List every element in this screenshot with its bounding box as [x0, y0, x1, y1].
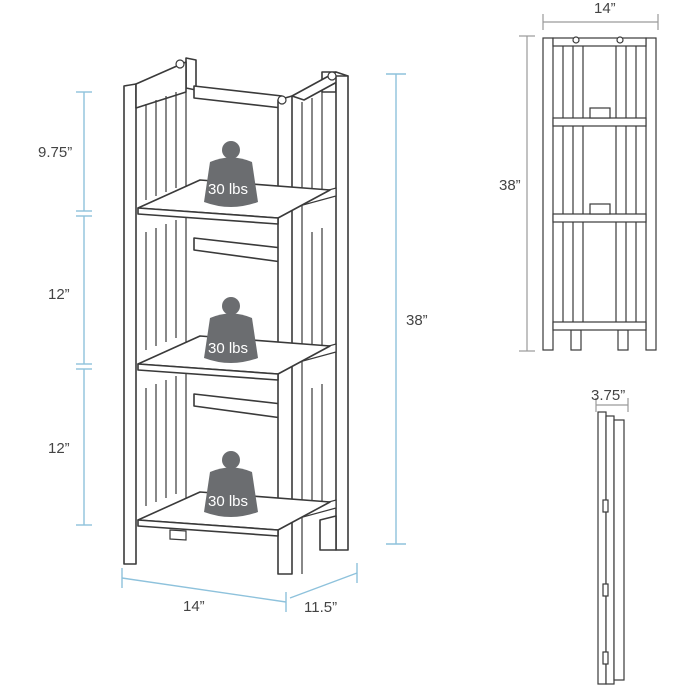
bookcase-3d: 30 lbs 30 lbs 30 lbs	[123, 57, 349, 575]
front-width-label: 14”	[183, 598, 205, 615]
bookcase-front-view	[542, 36, 657, 351]
total-height-dimension	[386, 73, 406, 545]
top-weight	[204, 141, 258, 207]
bottom-section-height-label: 12”	[48, 440, 70, 457]
front-view-width-label: 14”	[594, 0, 616, 17]
depth-label: 11.5”	[304, 599, 337, 616]
top-weight-label: 30 lbs	[208, 181, 248, 198]
front-view-height-label: 38”	[499, 177, 521, 194]
folded-depth-label: 3.75”	[591, 387, 625, 404]
top-section-height-label: 9.75”	[38, 144, 72, 161]
bottom-weight-label: 30 lbs	[208, 493, 248, 510]
middle-weight-label: 30 lbs	[208, 340, 248, 357]
middle-weight	[204, 297, 258, 363]
bottom-weight	[204, 451, 258, 517]
section-height-dimensions	[76, 91, 92, 526]
right-panel-slats	[301, 92, 323, 574]
base-dimensions	[121, 563, 358, 612]
bookcase-folded-view	[597, 411, 625, 685]
middle-section-height-label: 12”	[48, 286, 70, 303]
front-view-dimensions	[519, 14, 659, 352]
folded-depth-dimension	[595, 398, 629, 412]
left-panel-slats	[145, 92, 187, 520]
total-height-label: 38”	[406, 312, 428, 329]
